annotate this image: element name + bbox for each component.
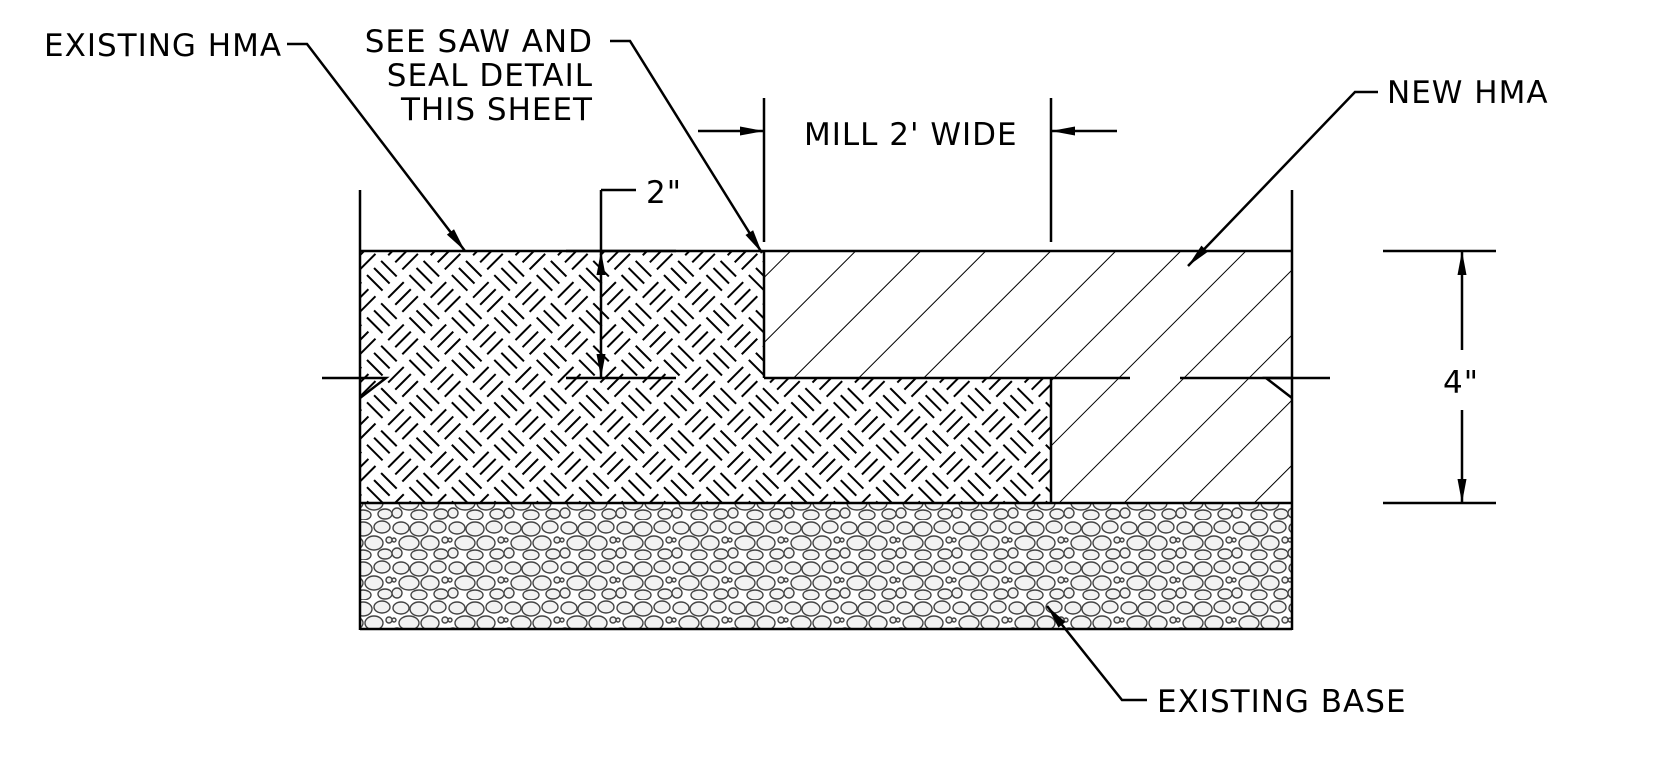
new-hma-callout: NEW HMA [1187, 75, 1549, 267]
existing-hma-label: EXISTING HMA [44, 28, 282, 64]
new-hma-label: NEW HMA [1387, 75, 1549, 111]
existing-base-callout: EXISTING BASE [1046, 605, 1407, 720]
saw-seal-callout: SEE SAW AND SEAL DETAIL THIS SHEET [365, 24, 764, 254]
mill-width-label: MILL 2' WIDE [804, 117, 1018, 153]
mill-width-dimension: MILL 2' WIDE [698, 98, 1117, 242]
existing-hma-callout: EXISTING HMA [44, 28, 466, 252]
mill-depth-label: 2" [646, 175, 682, 211]
saw-seal-label-line2: SEAL DETAIL [387, 58, 593, 94]
saw-seal-label-line3: THIS SHEET [400, 92, 593, 128]
total-depth-label: 4" [1443, 365, 1479, 401]
existing-hma-layer [360, 251, 1051, 503]
section-outlines [358, 190, 1294, 631]
saw-seal-label-line1: SEE SAW AND [365, 24, 593, 60]
existing-base-label: EXISTING BASE [1157, 684, 1407, 720]
break-symbols [322, 376, 1330, 399]
existing-base-layer [360, 503, 1292, 629]
mill-depth-dimension: 2" [566, 175, 682, 380]
total-depth-dimension: 4" [1383, 249, 1496, 505]
